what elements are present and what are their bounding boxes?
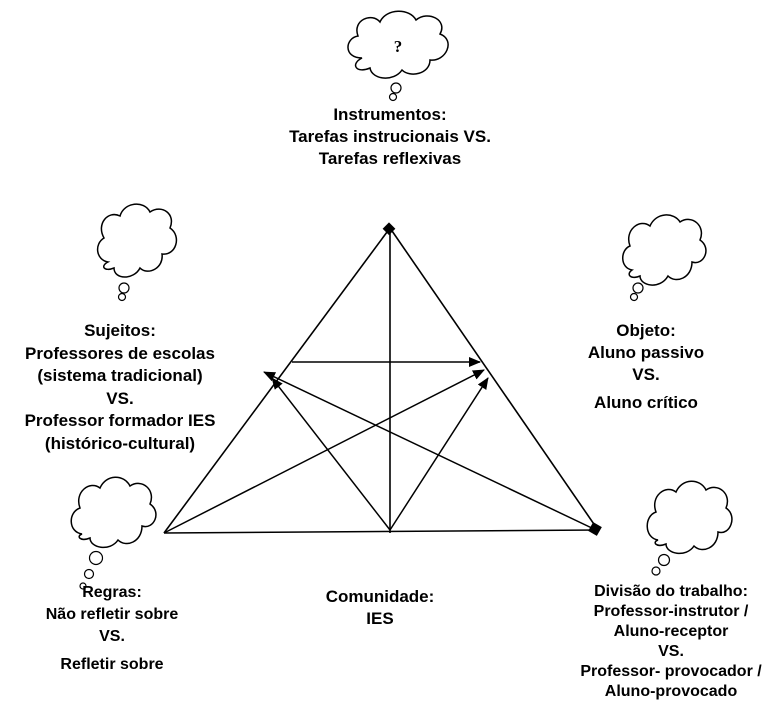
sujeitos-label: Sujeitos: Professores de escolas (sistem… <box>0 320 240 455</box>
question-mark-text: ? <box>394 37 403 56</box>
arrows <box>163 357 597 534</box>
regras-title: Regras: <box>82 584 142 601</box>
instrumentos-line-2: Tarefas reflexivas <box>318 149 462 168</box>
divisao-title: Divisão do trabalho: <box>594 583 748 600</box>
divisao-line-5: Aluno-provocado <box>604 683 738 700</box>
divisao-line-4: Professor- provocador / <box>580 663 762 680</box>
divisao-line-1: Professor-instrutor / <box>593 603 749 620</box>
regras-line-3: Refletir sobre <box>60 656 164 673</box>
comunidade-title: Comunidade: <box>325 587 435 606</box>
thought-cloud-icon-right <box>622 214 707 302</box>
thought-cloud-icon-top: ? <box>347 10 449 102</box>
triangle-edge-bottom <box>163 529 599 534</box>
instrumentos-line-1: Tarefas instrucionais VS. <box>289 127 491 146</box>
arrow-left-to-right <box>163 369 485 534</box>
sujeitos-line-1: Professores de escolas <box>25 343 215 363</box>
sujeitos-line-3: VS. <box>106 388 134 408</box>
objeto-label: Objeto: Aluno passivo VS. Aluno crítico <box>566 320 726 414</box>
objeto-line-1: Aluno passivo <box>587 343 705 362</box>
comunidade-label: Comunidade: IES <box>300 586 460 630</box>
objeto-line-3: Aluno crítico <box>594 393 698 412</box>
thought-cloud-icon-bottom-left <box>70 476 157 590</box>
thought-cloud-icon-bottom-right <box>646 480 733 576</box>
thought-cloud-icon-left <box>96 203 178 302</box>
sujeitos-line-2: (sistema tradicional) <box>37 366 203 385</box>
arrow-center-to-right <box>389 377 489 531</box>
arrow-center-to-left <box>271 377 391 531</box>
arrow-right-to-left <box>263 371 597 531</box>
regras-line-1: Não refletir sobre <box>45 606 179 623</box>
sujeitos-line-5: (histórico-cultural) <box>44 433 196 453</box>
divisao-line-3: VS. <box>658 643 684 660</box>
instrumentos-label: Instrumentos: Tarefas instrucionais VS. … <box>260 104 520 170</box>
comunidade-line-1: IES <box>366 609 394 628</box>
instrumentos-title: Instrumentos: <box>333 105 447 124</box>
objeto-title: Objeto: <box>616 321 676 340</box>
objeto-line-2: VS. <box>632 365 660 384</box>
triangle-edge-right <box>389 227 599 531</box>
regras-line-2: VS. <box>99 628 125 645</box>
sujeitos-line-4: Professor formador IES <box>24 411 216 430</box>
regras-label: Regras: Não refletir sobre VS. Refletir … <box>32 582 192 676</box>
divisao-label: Divisão do trabalho: Professor-instrutor… <box>566 582 776 702</box>
divisao-line-2: Aluno-receptor <box>613 623 729 640</box>
top-vertex-marker <box>382 222 396 236</box>
sujeitos-title: Sujeitos: <box>84 321 156 340</box>
